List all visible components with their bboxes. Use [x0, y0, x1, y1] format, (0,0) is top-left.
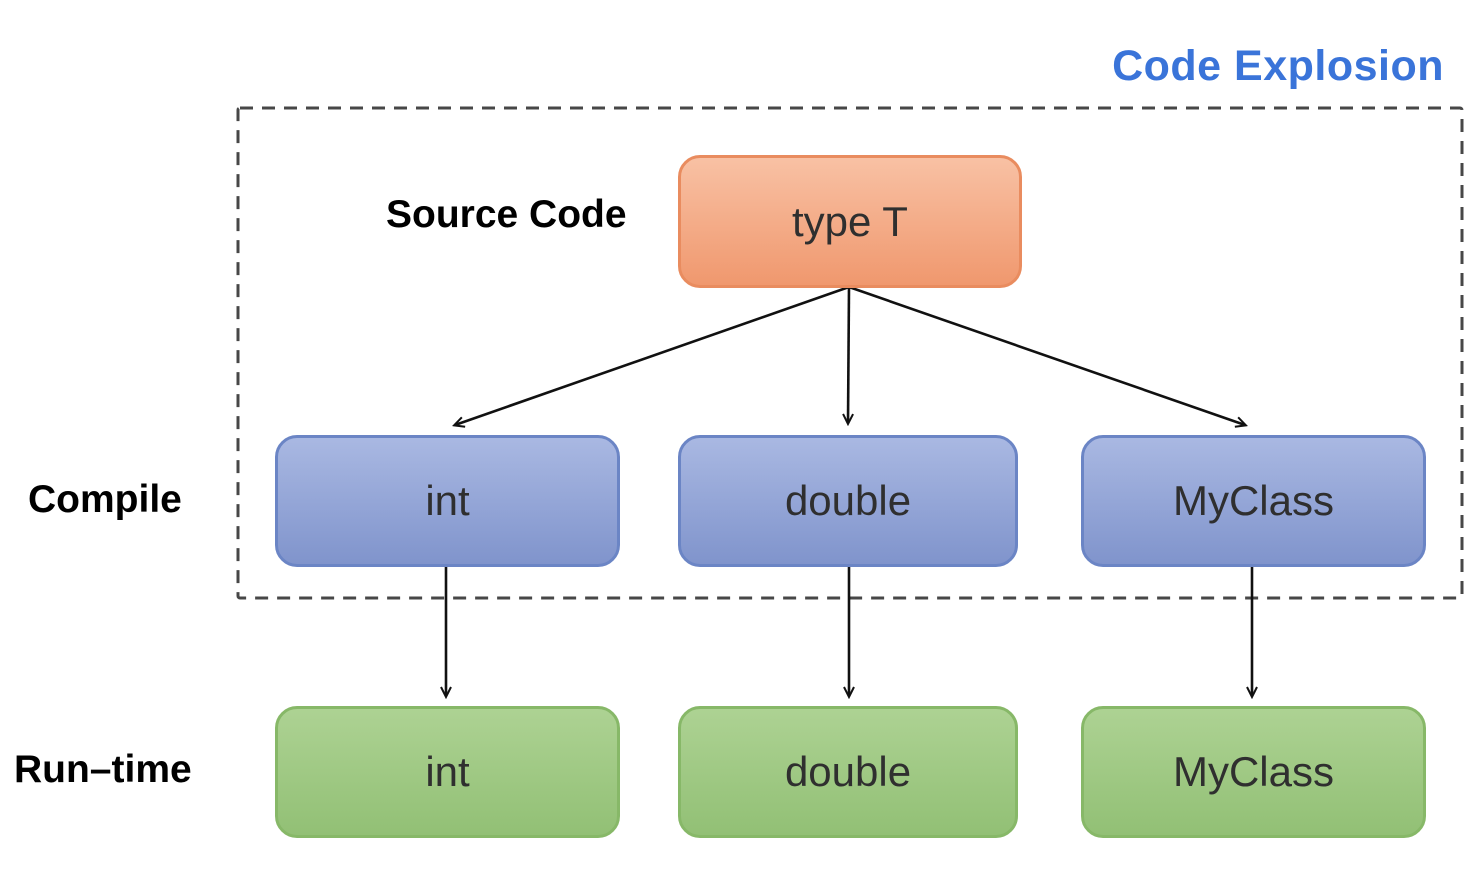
runtime-box-double: double	[678, 706, 1018, 838]
runtime-box-myclass: MyClass	[1081, 706, 1426, 838]
compile-box-int: int	[275, 435, 620, 567]
row-label-run-time: Run–time	[14, 748, 192, 791]
arrow-source-to-double	[848, 286, 849, 423]
arrow-source-to-int	[455, 285, 850, 425]
row-label-compile: Compile	[28, 478, 182, 521]
source-type-box: type T	[678, 155, 1022, 288]
diagram-title: Code Explosion	[1112, 42, 1444, 90]
arrow-source-to-myclass	[848, 285, 1245, 425]
runtime-box-int: int	[275, 706, 620, 838]
compile-box-myclass: MyClass	[1081, 435, 1426, 567]
row-label-source-code: Source Code	[386, 193, 627, 236]
compile-box-double: double	[678, 435, 1018, 567]
